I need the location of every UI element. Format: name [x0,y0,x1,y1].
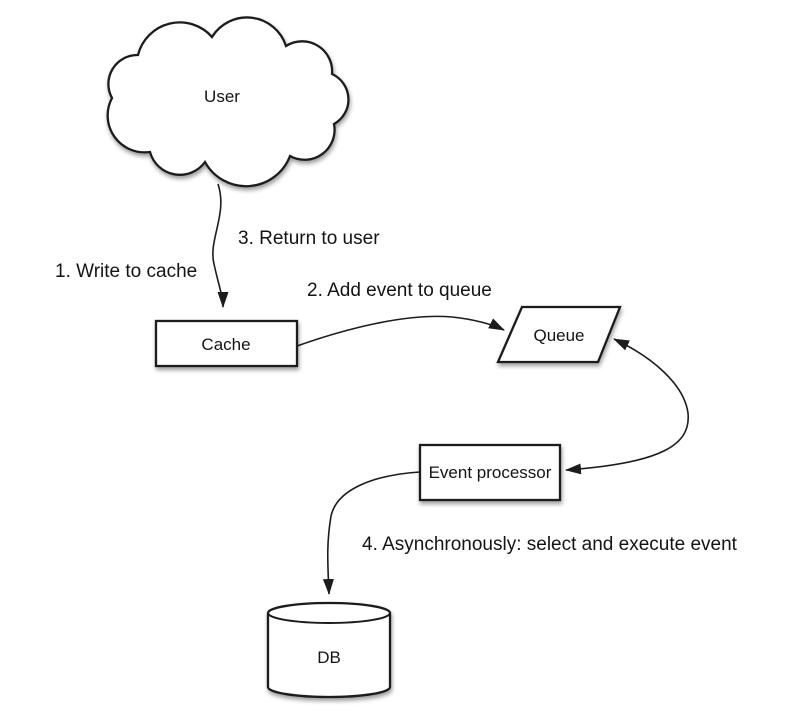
event-processor-label: Event processor [429,463,552,482]
event-processor-node: Event processor [418,443,562,502]
arrow-user-to-cache [212,183,229,308]
edge-label-step1: 1. Write to cache [55,261,197,282]
queue-node: Queue [496,305,622,364]
db-cylinder [266,601,392,699]
user-label: User [204,87,240,106]
edge-label-step4: 4. Asynchronously: select and execute ev… [362,534,738,555]
db-label: DB [317,648,341,667]
cache-label: Cache [201,335,250,354]
db-node: DB [266,601,392,699]
db-cylinder-top-ellipse [267,612,391,624]
edge-label-step3: 3. Return to user [238,228,380,249]
cache-box [154,319,299,368]
event-processor-box [418,443,562,502]
arrow-cache-to-queue [296,315,505,347]
queue-parallelogram [496,305,622,364]
queue-label: Queue [533,326,584,345]
arrow-event-processor-to-db [322,471,421,595]
arrow-queue-event-processor-bidirectional [565,338,689,475]
cache-node: Cache [154,319,299,368]
user-cloud-node: User [106,16,350,188]
edge-label-step2: 2. Add event to queue [307,280,492,301]
cloud-shape [106,16,350,188]
